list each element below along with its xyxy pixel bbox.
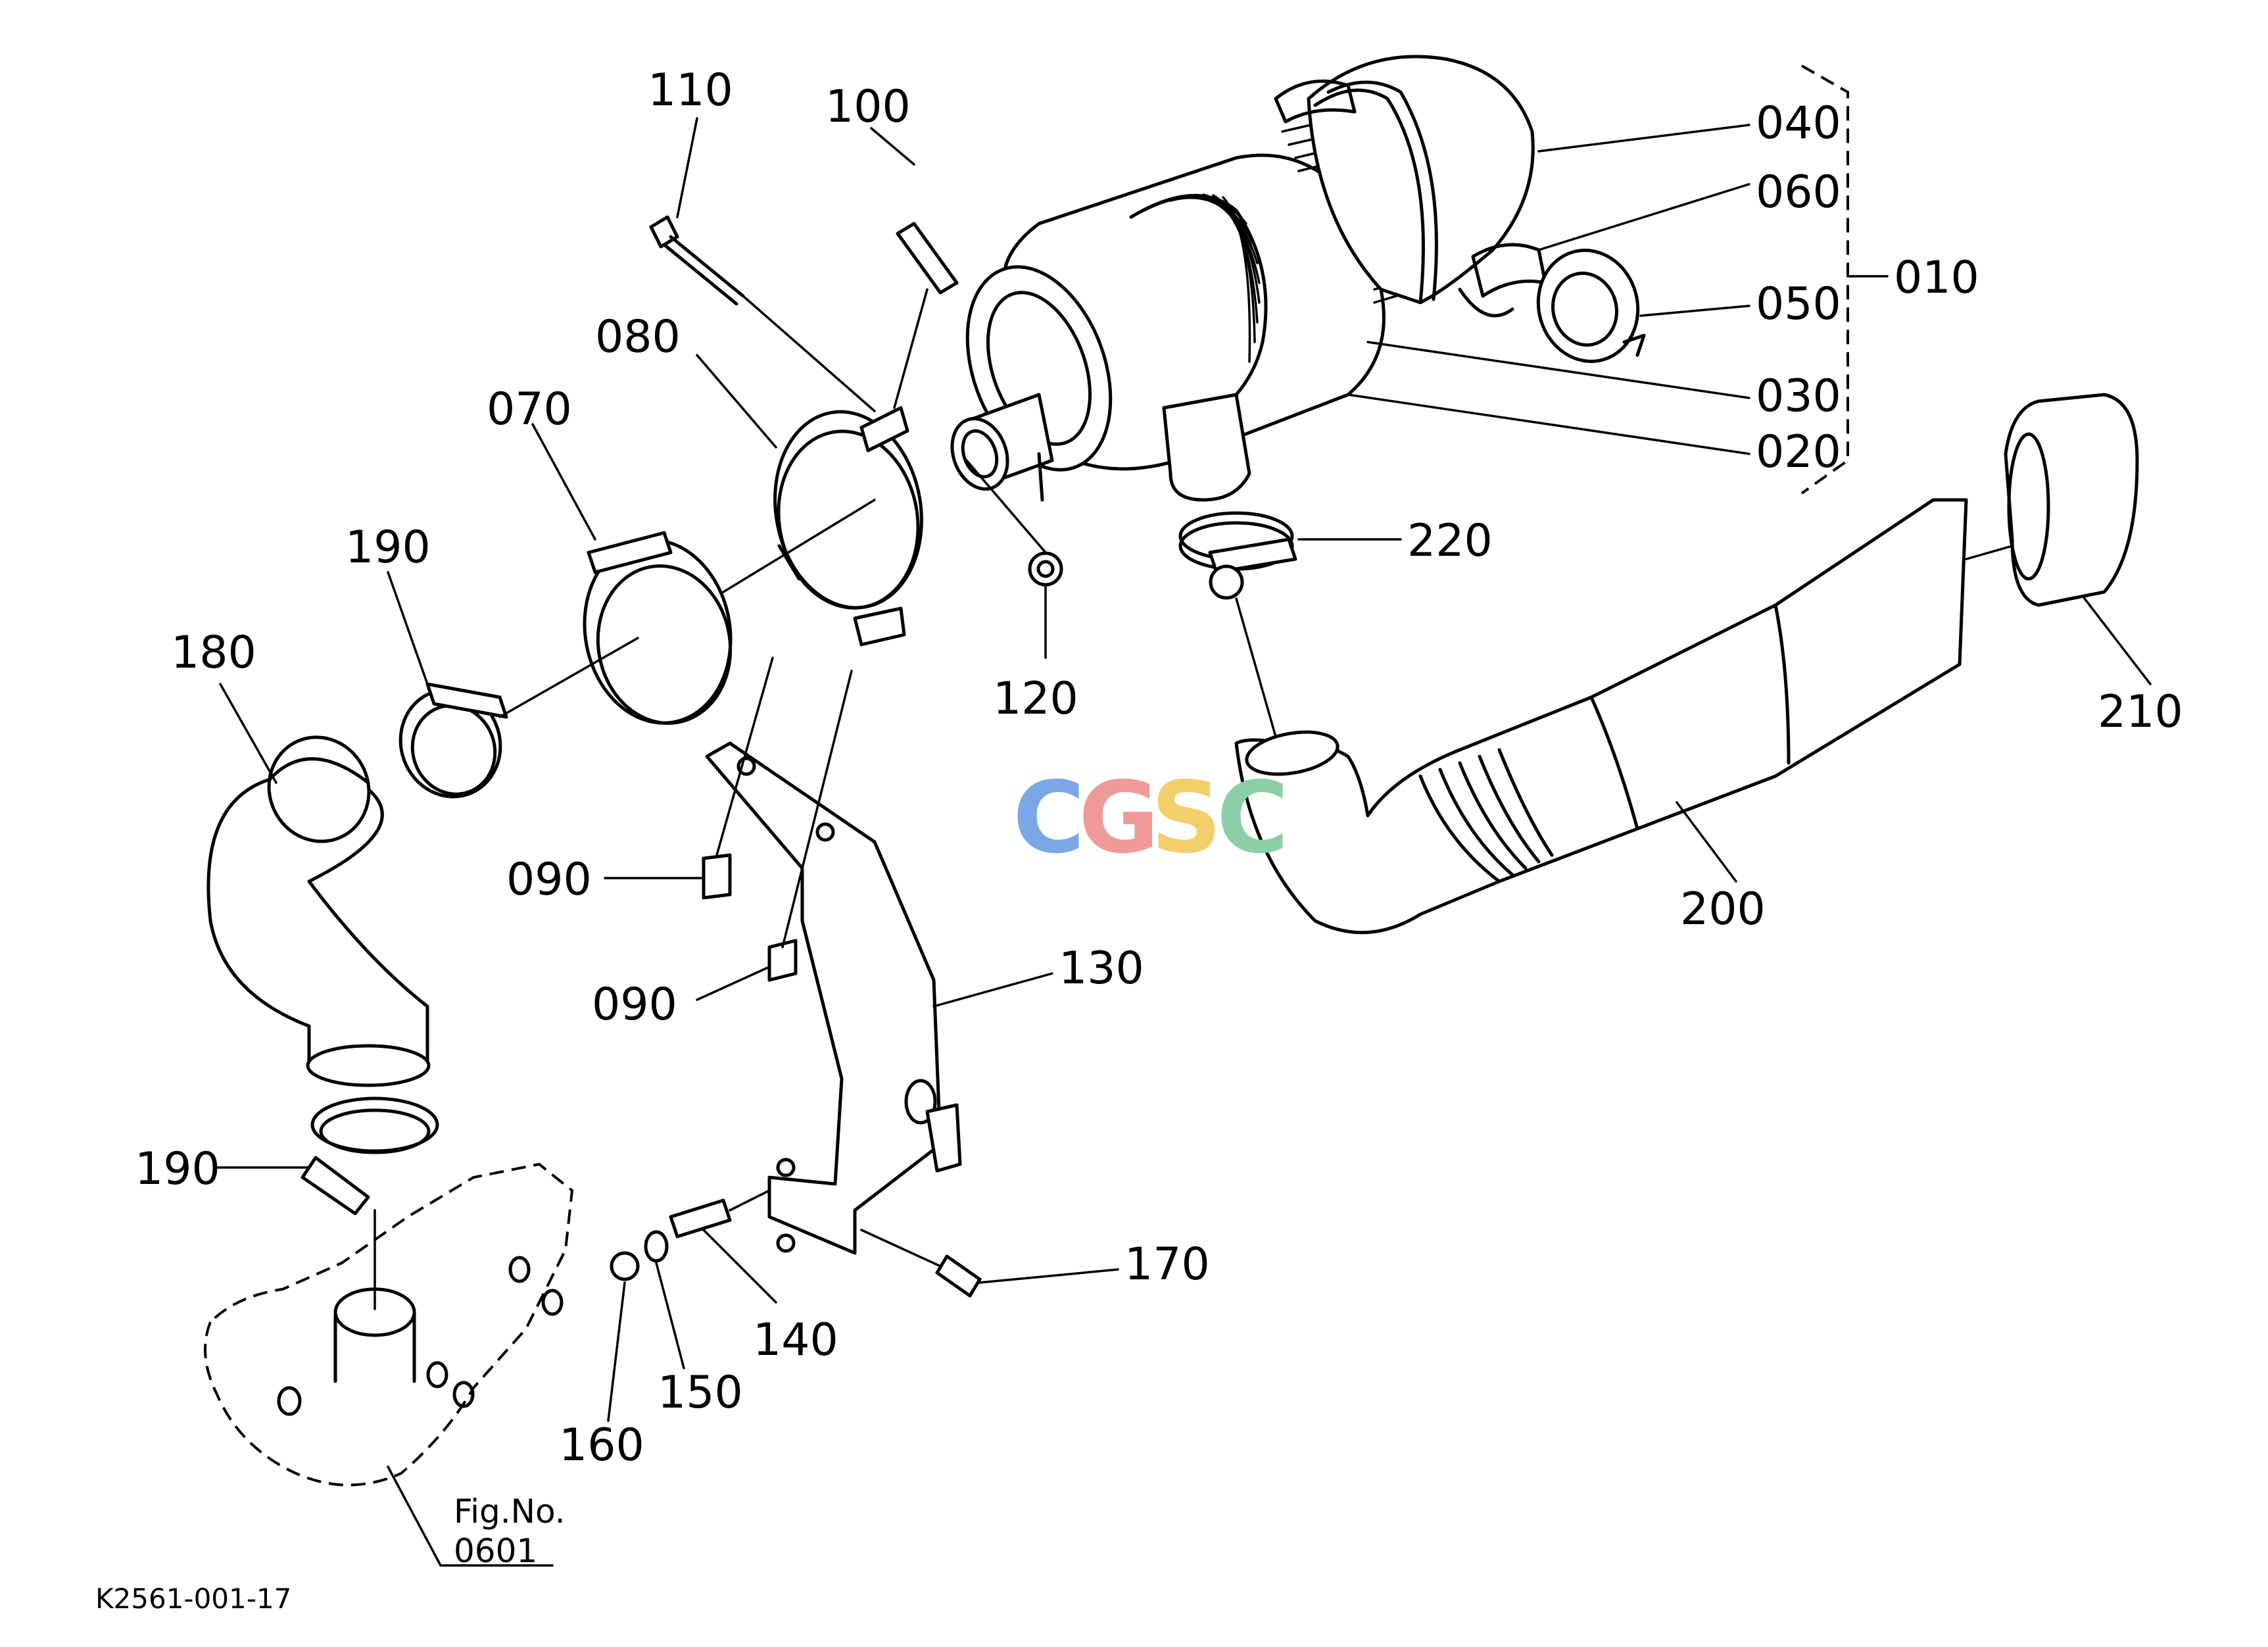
rubber-packing	[583, 531, 733, 725]
intake-manifold-reference	[204, 1162, 574, 1487]
air-cleaner-cover	[1307, 55, 1535, 305]
label-020: 020	[1756, 426, 1841, 478]
label-010: 010	[1894, 252, 1979, 304]
label-050: 050	[1756, 278, 1841, 330]
label-070: 070	[487, 383, 572, 435]
callout-labels: 040 060 010 050 030 020 110 100 080 070 …	[95, 64, 2183, 1615]
watermark-letter-2: G	[1078, 761, 1159, 875]
reference-fig-number: 0601	[454, 1532, 537, 1570]
stud-bolt	[669, 1198, 732, 1239]
evacuator-valve	[1536, 249, 1646, 363]
label-190-upper: 190	[345, 522, 431, 574]
label-120: 120	[993, 673, 1078, 725]
hose-clamp-lower	[301, 1096, 439, 1216]
reference-fig-label: Fig.No.	[454, 1492, 566, 1531]
label-100: 100	[825, 81, 911, 133]
label-180: 180	[171, 627, 256, 679]
mounting-band	[773, 406, 923, 647]
air-cleaner-assembly	[950, 55, 1849, 502]
label-040: 040	[1756, 97, 1841, 149]
bolt-090-lower	[767, 939, 798, 982]
inlet-pipe	[1234, 498, 1968, 935]
label-140: 140	[753, 1314, 838, 1366]
bolt-090-upper	[702, 853, 732, 900]
leader-lines	[216, 117, 2152, 1567]
washer	[644, 1230, 669, 1263]
bolt	[649, 215, 745, 306]
label-090-upper: 090	[506, 854, 592, 906]
label-080: 080	[595, 311, 681, 363]
hose-clamp-upper	[398, 682, 508, 799]
label-130: 130	[1059, 943, 1144, 995]
label-200: 200	[1680, 883, 1766, 935]
diagram-code: K2561-001-17	[95, 1583, 291, 1615]
label-210: 210	[2098, 686, 2183, 738]
flange-bolt	[935, 1254, 982, 1298]
label-170: 170	[1124, 1239, 1210, 1291]
watermark-letter-3: S	[1151, 761, 1222, 875]
inlet-cap	[2004, 393, 2139, 607]
label-060: 060	[1756, 166, 1841, 218]
label-220: 220	[1407, 515, 1493, 567]
air-cleaner-body	[950, 111, 1445, 502]
hex-nut	[610, 1251, 640, 1281]
intake-hose	[206, 735, 431, 1087]
label-090-lower: 090	[592, 979, 677, 1031]
label-030: 030	[1756, 370, 1841, 422]
watermark-letter-4: C	[1217, 761, 1289, 875]
pin	[896, 222, 959, 295]
label-110: 110	[648, 64, 733, 116]
watermark: C G S C	[1013, 761, 1289, 875]
watermark-letter-1: C	[1013, 761, 1085, 875]
hose-clamp-220	[1178, 511, 1297, 600]
label-150: 150	[658, 1367, 743, 1419]
stay-bracket	[705, 741, 962, 1255]
label-190-lower: 190	[135, 1143, 220, 1195]
nut	[1028, 551, 1063, 587]
label-160: 160	[559, 1419, 644, 1471]
